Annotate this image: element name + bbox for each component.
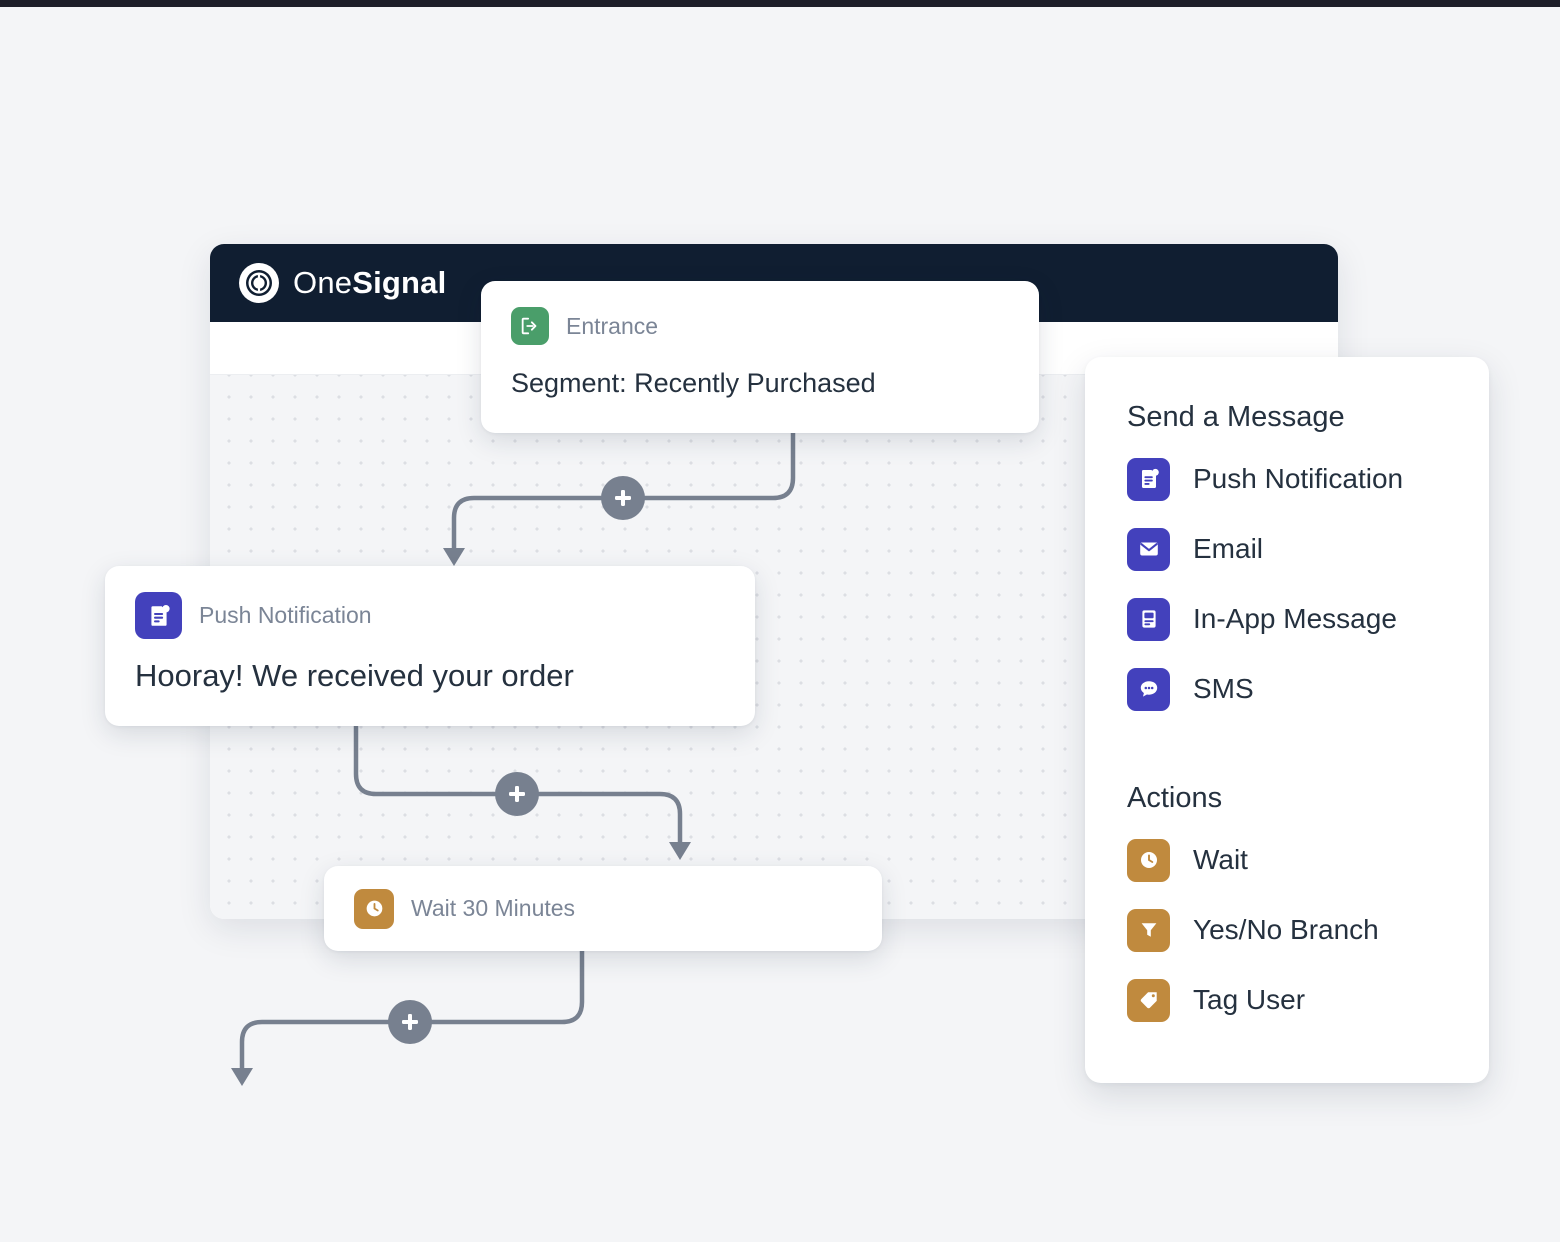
tag-icon (1127, 978, 1170, 1022)
palette-item-label: SMS (1193, 673, 1254, 704)
add-step-after-push[interactable] (495, 772, 539, 816)
app-brand: OneSignal (293, 265, 446, 301)
plus-icon (615, 490, 631, 506)
in-app-message-icon (1127, 597, 1170, 641)
plus-icon (402, 1014, 418, 1030)
palette-item-label: Wait (1193, 844, 1248, 875)
palette-section-title-actions: Actions (1127, 782, 1223, 814)
top-strip (0, 0, 1560, 7)
flow-node-push-header: Push Notification (135, 592, 725, 639)
palette-item-label: Tag User (1193, 984, 1306, 1015)
flow-node-push-kind: Push Notification (199, 602, 372, 628)
palette-section-title-send-a-message: Send a Message (1127, 401, 1345, 433)
flow-node-wait-kind: Wait 30 Minutes (411, 895, 576, 921)
plus-icon (509, 786, 525, 802)
chat-bubble-icon (1127, 667, 1170, 711)
palette-item-email[interactable]: Email (1127, 514, 1489, 584)
palette-item-yes-no-branch[interactable]: Yes/No Branch (1127, 895, 1489, 965)
onesignal-bell-logo-icon (238, 262, 280, 304)
palette-item-in-app-message[interactable]: In-App Message (1127, 584, 1489, 654)
flow-node-entrance[interactable]: Entrance Segment: Recently Purchased (481, 281, 1039, 433)
flow-node-entrance-header: Entrance (511, 307, 1009, 345)
palette-section-actions-list: Wait Yes/No Branch Tag User (1127, 825, 1489, 1035)
palette-item-label: Yes/No Branch (1193, 914, 1379, 945)
palette-item-sms[interactable]: SMS (1127, 654, 1489, 724)
flow-node-entrance-kind: Entrance (566, 312, 659, 339)
palette-item-label: In-App Message (1193, 603, 1397, 634)
palette-item-tag-user[interactable]: Tag User (1127, 965, 1489, 1035)
add-step-after-wait[interactable] (388, 1000, 432, 1044)
brand-first: One (293, 265, 353, 300)
step-palette-panel: Send a Message Push Notification (1085, 357, 1489, 1083)
clock-icon (354, 888, 394, 929)
add-step-after-entrance[interactable] (601, 476, 645, 520)
arrowhead-to-next (231, 1068, 253, 1086)
palette-item-push-notification[interactable]: Push Notification (1127, 444, 1489, 514)
palette-item-wait[interactable]: Wait (1127, 825, 1489, 895)
clock-icon (1127, 838, 1170, 882)
flow-node-entrance-body: Segment: Recently Purchased (511, 368, 876, 398)
push-notification-icon (1127, 457, 1170, 501)
entrance-door-icon (511, 307, 549, 345)
push-notification-icon (135, 592, 182, 639)
flow-node-wait[interactable]: Wait 30 Minutes (324, 866, 882, 951)
palette-item-label: Email (1193, 533, 1264, 564)
palette-section-send-a-message-list: Push Notification Email In-App Messa (1127, 444, 1489, 724)
flow-node-push-notification[interactable]: Push Notification Hooray! We received yo… (105, 566, 755, 726)
flow-node-push-body: Hooray! We received your order (135, 658, 574, 693)
funnel-icon (1127, 908, 1170, 952)
palette-item-label: Push Notification (1193, 463, 1404, 494)
brand-second: Signal (352, 265, 447, 300)
envelope-icon (1127, 527, 1170, 571)
